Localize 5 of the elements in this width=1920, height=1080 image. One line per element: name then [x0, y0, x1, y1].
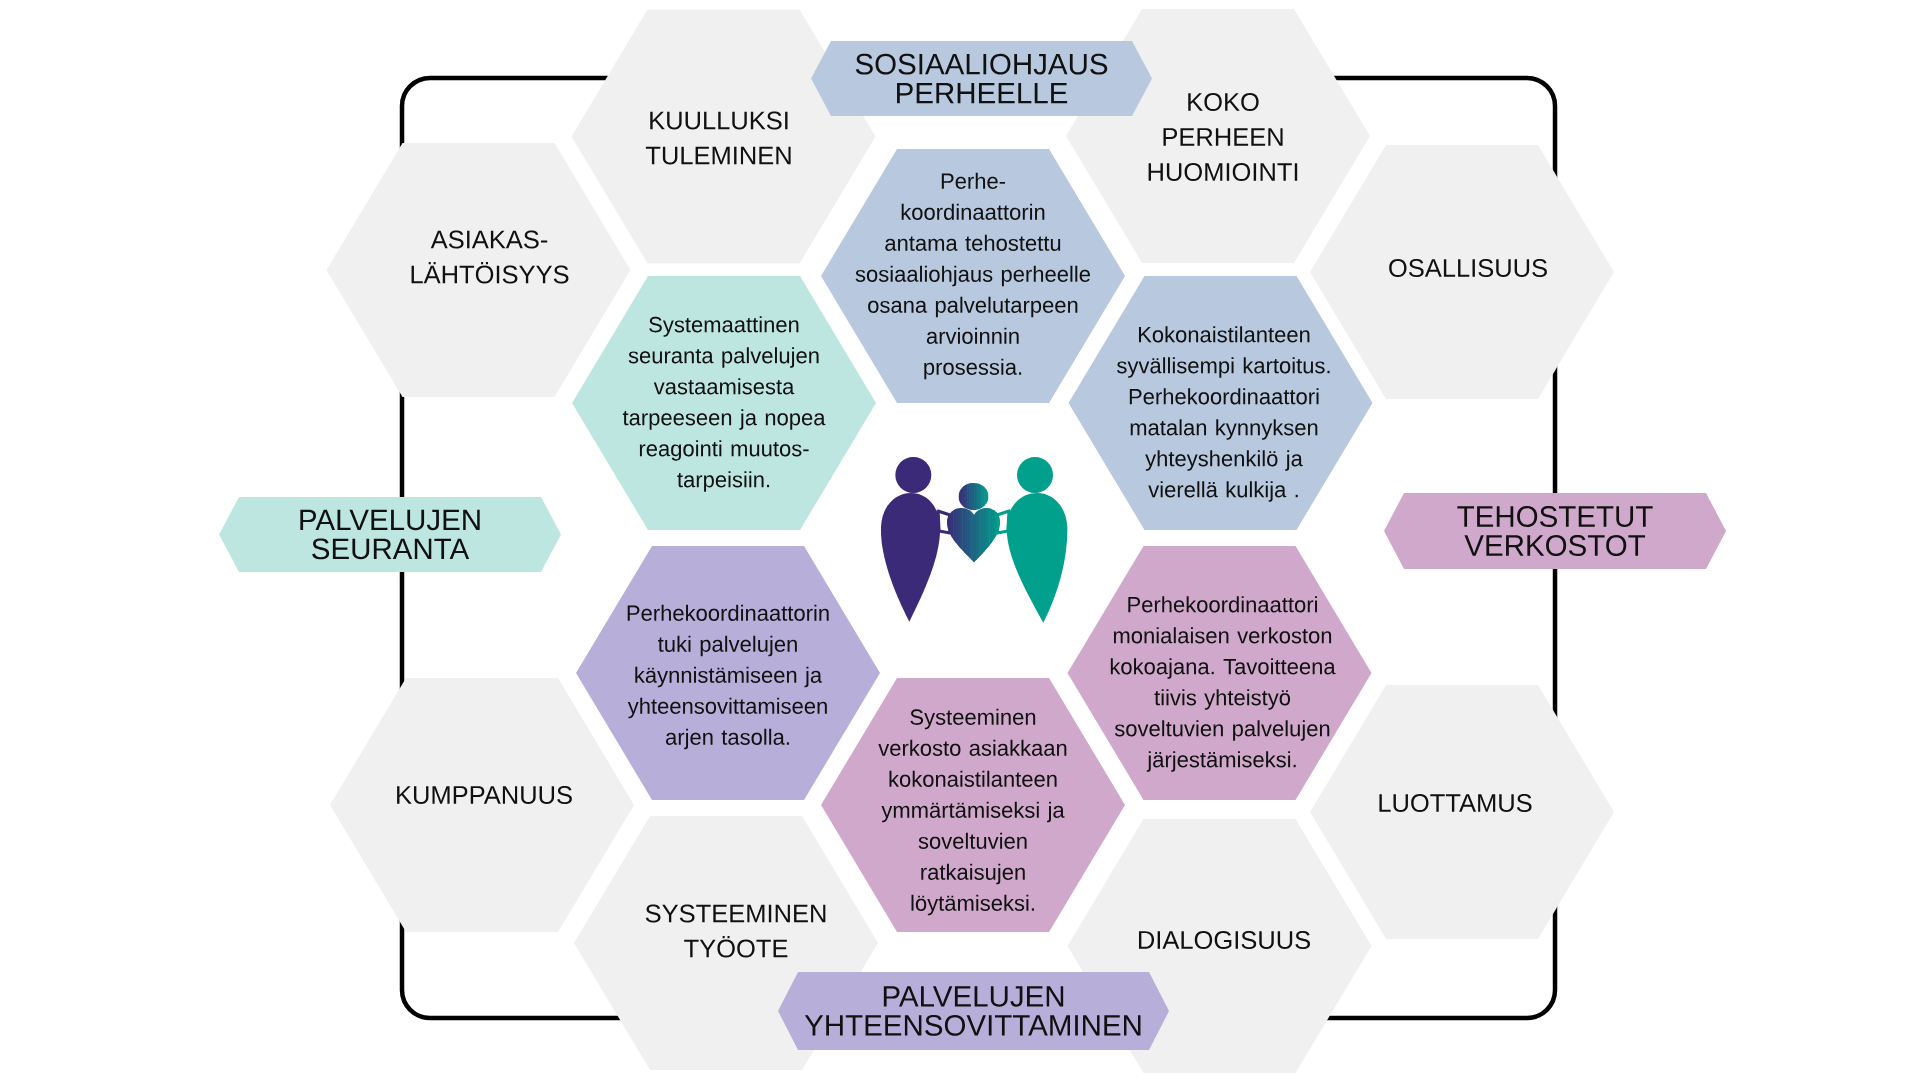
banner: TEHOSTETUT VERKOSTOT: [1384, 493, 1726, 569]
banner: PALVELUJEN YHTEENSOVITTAMINEN: [778, 972, 1169, 1050]
hexagon: Perhekoordinaattori monialaisen verkoston kokoajana. Tavoitteena tiivis yhteistyö soveltuvien palvelujen järjestämiseksi.: [1067, 546, 1372, 800]
banner: SOSIAALIOHJAUS PERHEELLE: [811, 41, 1152, 116]
banner: PALVELUJEN SEURANTA: [219, 497, 561, 572]
